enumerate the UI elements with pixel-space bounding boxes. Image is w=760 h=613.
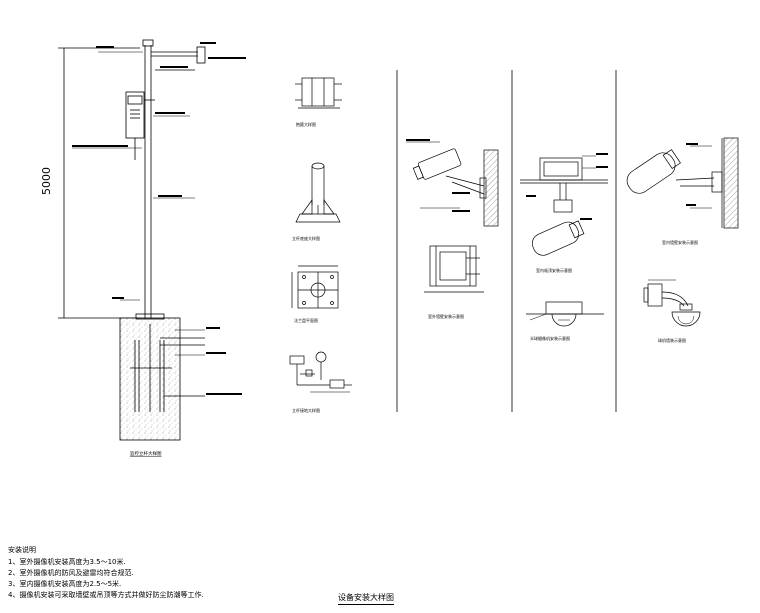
flange-plan: [291, 265, 339, 309]
ceiling-dome-detail: [526, 301, 604, 327]
notes-heading: 安装说明: [8, 546, 36, 554]
wall-bracket-title: 室外墙壁安装示意图: [428, 313, 464, 319]
base-plate-title: 立杆底座大样图: [292, 235, 320, 241]
hoop-detail: [295, 77, 342, 109]
dome-wall-title: 球机墙装示意图: [658, 337, 686, 343]
pole-elevation: [58, 39, 206, 441]
sheet-title: 设备安装大样图: [338, 592, 394, 605]
wall-bracket-leaders: [406, 139, 470, 212]
ground-detail-title: 立杆接地大样图: [292, 407, 320, 413]
hoop-detail-title: 抱箍大样图: [296, 121, 316, 127]
installation-notes: 安装说明 1、室外摄像机安装高度为3.5～10米. 2、室外摄像机的防风及避雷均…: [8, 545, 204, 601]
ground-detail: [289, 351, 352, 393]
wall-camera-title: 室内墙壁安装示意图: [662, 239, 698, 245]
notes-item: 2、室外摄像机的防风及避雷均符合规范.: [8, 569, 134, 577]
notes-item: 4、摄像机安装可采取墙壁或吊顶等方式并做好防尘防潮等工作.: [8, 591, 204, 599]
notes-item: 1、室外摄像机安装高度为3.5～10米.: [8, 558, 126, 566]
flange-plan-title: 法兰盘平面图: [294, 317, 318, 323]
wall-camera-detail: [626, 137, 739, 229]
height-dimension: 5000: [40, 167, 53, 195]
wall-bracket-detail: [406, 141, 499, 293]
pole-leader-labels: [72, 42, 246, 395]
ceiling-mount-leaders: [526, 153, 608, 220]
base-plate-detail: [295, 162, 341, 223]
notes-item: 3、室内摄像机安装高度为2.5～5米.: [8, 580, 122, 588]
panel-dividers: [396, 70, 617, 412]
ceiling-dome-title: 半球摄像机安装示意图: [530, 335, 570, 341]
pole-elevation-title: 监控立杆大样图: [130, 450, 162, 457]
wall-camera-leaders: [686, 143, 698, 206]
dome-wall-detail: [643, 279, 701, 327]
ceiling-mount-detail: [520, 155, 608, 256]
ceiling-mount-title: 室内吸顶安装示意图: [536, 267, 572, 273]
